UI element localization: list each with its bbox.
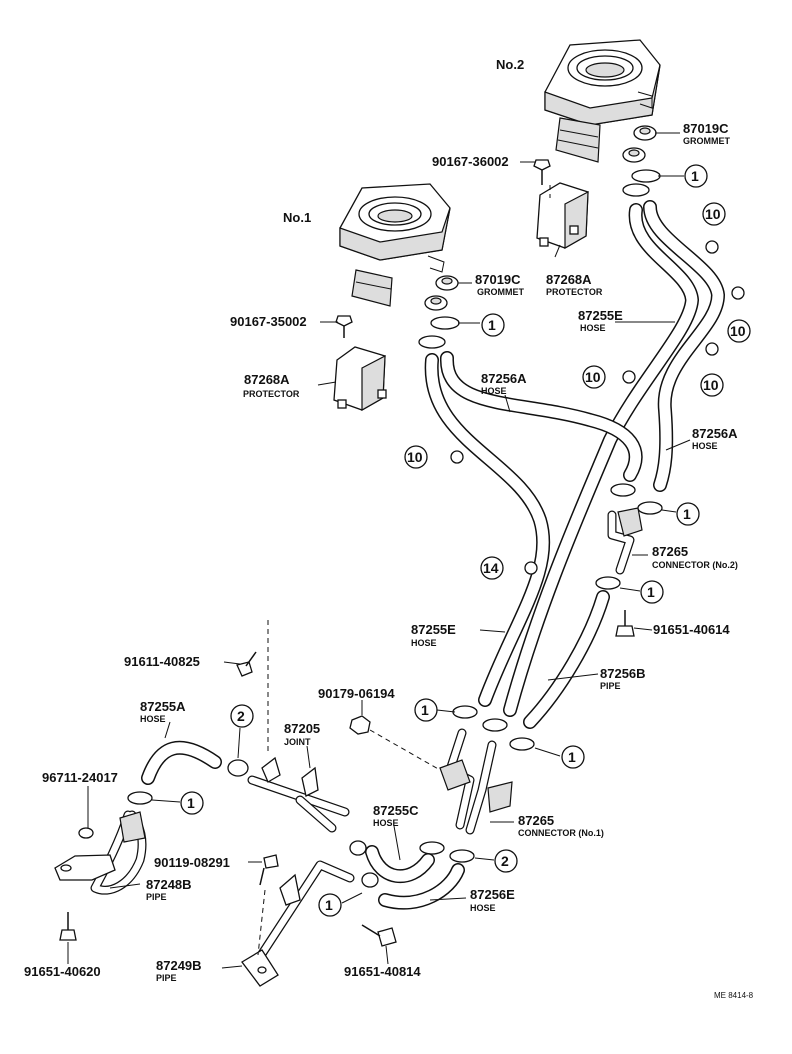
hose-87255E [503, 203, 699, 717]
hose-87256A-center [439, 351, 643, 482]
label-hose-255e-upper-name: HOSE [580, 323, 606, 333]
ref-marker-1: 1 [647, 584, 655, 600]
bolt-91611-40825 [236, 651, 257, 677]
label-hose-255c-name: HOSE [373, 818, 399, 828]
label-protector-left-part: 87268A [244, 372, 290, 387]
ref-marker-1: 1 [683, 506, 691, 522]
label-protector-mid-name: PROTECTOR [546, 287, 603, 297]
nut-90179-06194 [349, 715, 371, 735]
hose-87256E [378, 863, 465, 910]
label-pipe-249b-name: PIPE [156, 973, 177, 983]
hose-87255E-lower [424, 353, 551, 707]
heater-unit-no1 [339, 183, 451, 307]
label-hose-255e-lower-name: HOSE [411, 638, 437, 648]
ref-marker-10: 10 [407, 449, 423, 465]
label-hose-255a-name: HOSE [140, 714, 166, 724]
label-protector-mid-part: 87268A [546, 272, 592, 287]
label-connector-no2-part: 87265 [652, 544, 688, 559]
label-grommet-mid-name: GROMMET [477, 287, 524, 297]
bolt-90167-36002 [533, 159, 551, 185]
label-hose-255e-upper-part: 87255E [578, 308, 623, 323]
ref-marker-2: 2 [501, 853, 509, 869]
label-pipe-249b-part: 87249B [156, 958, 202, 973]
hose-clamps [127, 483, 663, 888]
label-pipe-248b-part: 87248B [146, 877, 192, 892]
label-connector-no1-part: 87265 [518, 813, 554, 828]
hose-87256A-right [643, 200, 725, 492]
bolt-91651-40614 [615, 610, 635, 637]
label-grommet-mid-part: 87019C [475, 272, 521, 287]
ref-marker-10: 10 [705, 206, 721, 222]
label-protector-left-name: PROTECTOR [243, 389, 300, 399]
assembly-label-no2: No.2 [496, 57, 524, 72]
label-bolt-91651-right: 91651-40614 [653, 622, 730, 637]
label-bolt-mid: 90167-35002 [230, 314, 307, 329]
ref-markers: 1 1 1 1 1 1 1 1 2 2 10 10 1 [151, 164, 751, 917]
alignment-line-pipe [257, 889, 266, 956]
label-hose-256a-center-part: 87256A [481, 371, 527, 386]
label-hose-255e-lower-part: 87255E [411, 622, 456, 637]
ref-marker-10: 10 [703, 377, 719, 393]
label-bolt-91651-left: 91651-40620 [24, 964, 101, 979]
label-nut-90179: 90179-06194 [318, 686, 395, 701]
label-bolt-top: 90167-36002 [432, 154, 509, 169]
label-hose-256e-part: 87256E [470, 887, 515, 902]
label-hose-256a-center-name: HOSE [481, 386, 507, 396]
joint-87205 [247, 756, 350, 833]
pipe-87248B [54, 810, 147, 895]
connector-no1 [439, 728, 513, 835]
label-connector-no2-name: CONNECTOR (No.2) [652, 560, 738, 570]
label-hose-255a-part: 87255A [140, 699, 186, 714]
ref-marker-10: 10 [585, 369, 601, 385]
pipe-87256B [523, 590, 610, 729]
heater-unit-no2 [544, 39, 661, 163]
bolt-91651-40620 [59, 912, 77, 941]
label-hose-256a-right-name: HOSE [692, 441, 718, 451]
ref-marker-14: 14 [483, 560, 499, 576]
grommet-no2 [622, 125, 661, 197]
ref-marker-1: 1 [325, 897, 333, 913]
label-hose-256e-name: HOSE [470, 903, 496, 913]
label-connector-no1-name: CONNECTOR (No.1) [518, 828, 604, 838]
assembly-label-no1: No.1 [283, 210, 311, 225]
bolt-91651-40814 [361, 924, 397, 947]
ref-marker-1: 1 [187, 795, 195, 811]
ref-marker-1: 1 [691, 168, 699, 184]
label-pipe-256b-part: 87256B [600, 666, 646, 681]
label-bolt-91651-bottom: 91651-40814 [344, 964, 421, 979]
alignment-line-nut [369, 729, 441, 771]
ref-marker-1: 1 [421, 702, 429, 718]
label-joint-part: 87205 [284, 721, 320, 736]
bolt-90167-35002 [335, 315, 353, 338]
label-pipe-256b-name: PIPE [600, 681, 621, 691]
ref-marker-2: 2 [237, 708, 245, 724]
grommet-no1 [418, 275, 460, 349]
clip-96711-24017 [78, 827, 94, 839]
label-grommet-top-name: GROMMET [683, 136, 730, 146]
plug-circles [450, 240, 745, 575]
label-grommet-top-part: 87019C [683, 121, 729, 136]
connector-no2 [607, 507, 643, 575]
ref-marker-1: 1 [488, 317, 496, 333]
label-clip-96711: 96711-24017 [42, 770, 118, 785]
label-joint-name: JOINT [284, 737, 311, 747]
hose-87255A [141, 740, 222, 785]
label-hose-255c-part: 87255C [373, 803, 419, 818]
leader-lines [67, 132, 691, 969]
protector-mid [536, 182, 589, 250]
label-bolt-91611: 91611-40825 [124, 654, 200, 669]
label-hose-256a-right-part: 87256A [692, 426, 738, 441]
figure-code: ME 8414-8 [714, 991, 754, 1000]
hose-87255C [365, 845, 435, 884]
protector-left [333, 346, 387, 412]
pipe-87249B [241, 860, 355, 987]
bolt-90119-08291 [259, 854, 279, 886]
ref-marker-1: 1 [568, 749, 576, 765]
label-bolt-90119: 90119-08291 [154, 855, 230, 870]
ref-marker-10: 10 [730, 323, 746, 339]
label-pipe-248b-name: PIPE [146, 892, 167, 902]
